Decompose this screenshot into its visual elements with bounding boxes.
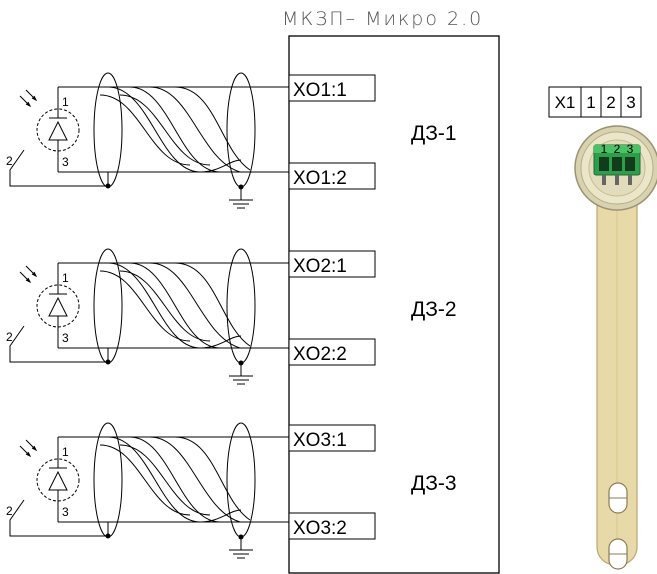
twisted-pair (129, 86, 289, 173)
connector-label-pin3: 3 (626, 93, 635, 112)
terminal-box (288, 512, 376, 540)
terminal-box (288, 338, 376, 366)
terminal-box (288, 424, 376, 452)
sensor-connector: X1 1 2 3 (548, 86, 657, 570)
twisted-pair (174, 86, 251, 171)
ground-icon (229, 549, 253, 559)
zone-label: ДЗ-2 (411, 298, 457, 321)
bracket-slot-hole (608, 482, 628, 514)
zone-label: ДЗ-1 (411, 122, 457, 145)
twisted-pair (107, 86, 242, 173)
junction-dot (105, 183, 111, 189)
diode-symbol (48, 278, 68, 335)
cable-shield-left (93, 422, 123, 538)
twisted-pair (99, 270, 191, 342)
pin-label-1: 1 (62, 95, 69, 109)
junction-dot (105, 359, 111, 365)
terminal-label: XO2:2 (293, 344, 347, 365)
diode-symbol (48, 102, 68, 159)
terminal-label: XO1:2 (293, 168, 347, 189)
zone-label: ДЗ-3 (411, 472, 457, 495)
terminal-label: XO2:1 (293, 256, 347, 277)
twisted-pair (174, 262, 251, 347)
twisted-pair (129, 262, 289, 349)
twisted-pair (107, 262, 242, 349)
junction-dot (105, 533, 111, 539)
pcb-pin-3: 3 (627, 142, 634, 156)
twisted-pair (149, 262, 241, 349)
pin-label-3: 3 (62, 331, 69, 345)
connector-label-pin2: 2 (606, 93, 615, 112)
twisted-pair (107, 436, 242, 523)
twisted-pair (119, 270, 211, 342)
mounting-bracket (596, 184, 638, 570)
cable-shield-right (226, 72, 256, 188)
connector-header-table: X1 1 2 3 (548, 86, 642, 118)
twisted-pair (119, 444, 211, 516)
device-title: МКЗП– Микро 2.0 (282, 8, 484, 30)
pin-label-1: 1 (62, 445, 69, 459)
wire-shield (9, 149, 109, 187)
light-rays-icon (19, 89, 38, 108)
twisted-pair (99, 94, 191, 166)
twisted-pair (174, 436, 251, 521)
light-rays-icon (19, 439, 38, 458)
pcb-pin-2: 2 (614, 142, 621, 156)
cable-shield-left (93, 72, 123, 188)
pin-label-2: 2 (6, 330, 13, 344)
pin-label-3: 3 (62, 505, 69, 519)
twisted-pair (149, 86, 241, 173)
pin-label-3: 3 (62, 155, 69, 169)
ground-icon (229, 375, 253, 385)
bracket-slot-hole (608, 538, 628, 570)
terminal-block: 1 2 3 (593, 142, 641, 185)
light-rays-icon (19, 265, 38, 284)
diode-symbol (48, 452, 68, 509)
wire-shield (9, 325, 109, 363)
twisted-pair (119, 94, 211, 166)
cable-shield-left (93, 248, 123, 364)
pin-label-1: 1 (62, 271, 69, 285)
twisted-pair (149, 436, 241, 523)
terminal-label: XO3:1 (293, 430, 347, 451)
pin-label-2: 2 (6, 154, 13, 168)
ground-icon (229, 199, 253, 209)
pcb-pin-1: 1 (601, 142, 608, 156)
terminal-box (288, 162, 376, 190)
pin-label-2: 2 (6, 504, 13, 518)
connector-label-pin1: 1 (586, 93, 595, 112)
cable-shield-right (226, 422, 256, 538)
terminal-box (288, 250, 376, 278)
terminal-label: XO1:1 (293, 80, 347, 101)
connector-label-x1: X1 (555, 93, 576, 112)
cable-shield-right (226, 248, 256, 364)
device-box (288, 35, 500, 574)
wire-shield (9, 499, 109, 537)
twisted-pair (99, 444, 191, 516)
twisted-pair (129, 436, 289, 523)
terminal-label: XO3:2 (293, 518, 347, 539)
terminal-box (288, 74, 376, 102)
